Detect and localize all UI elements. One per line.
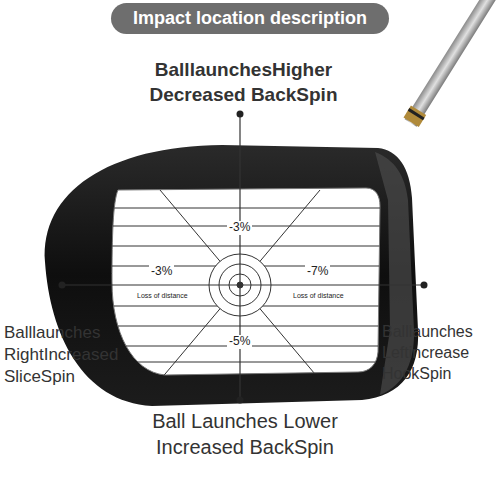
- bottom-effect: Ball Launches Lower Increased BackSpin: [125, 408, 365, 460]
- loss-note: Loss of distance: [135, 292, 190, 300]
- loss-note: Loss of distance: [291, 292, 346, 300]
- title-pill: Impact location description: [111, 3, 389, 34]
- left-effect: Balllaunches RightIncreased SliceSpin: [4, 322, 142, 388]
- club-face: [112, 188, 380, 375]
- club-head: [45, 145, 418, 406]
- top-effect: BalllaunchesHigher Decreased BackSpin: [136, 58, 351, 107]
- percent-label: -5%: [227, 335, 252, 349]
- percent-label: -7%: [305, 265, 330, 279]
- right-effect: Balllaunches Leftincrease HookSpin: [382, 322, 498, 384]
- percent-label: -3%: [149, 265, 174, 279]
- percent-label: -3%: [227, 221, 252, 235]
